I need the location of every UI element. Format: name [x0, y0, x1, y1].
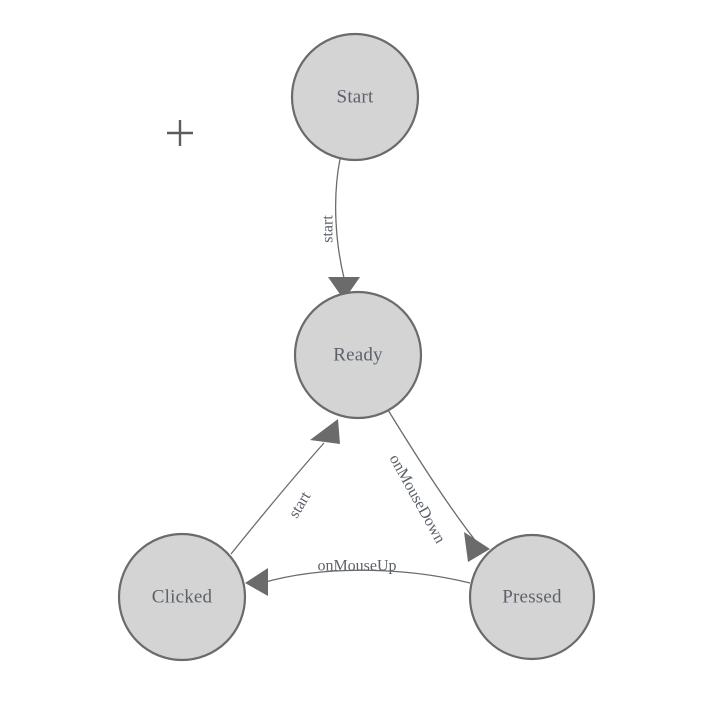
arrowhead-icon [245, 568, 268, 596]
crosshair-icon [167, 120, 193, 146]
state-node-start[interactable]: Start [290, 32, 420, 162]
arrowhead-icon [328, 277, 360, 300]
state-circle[interactable] [293, 290, 423, 420]
arrowhead-icon [464, 532, 490, 562]
edge-path [261, 569, 471, 584]
edge-start-to-ready[interactable]: start [320, 158, 361, 300]
arrowhead-icon [310, 419, 340, 444]
edge-path [334, 158, 345, 279]
edge-ready-to-pressed[interactable]: onMouseDown [386, 409, 490, 562]
edge-label-ready-to-pressed: onMouseDown [386, 452, 449, 547]
state-node-pressed[interactable]: Pressed [468, 533, 596, 661]
state-label: Ready [333, 345, 383, 366]
edge-path [387, 409, 483, 550]
state-label: Start [337, 87, 374, 108]
edge-path [230, 442, 325, 555]
edge-pressed-to-clicked[interactable]: onMouseUp [245, 558, 471, 597]
state-circle[interactable] [117, 532, 247, 662]
edge-label-start-to-ready: start [320, 215, 337, 243]
edge-label-clicked-to-ready: start [286, 488, 315, 521]
state-circle[interactable] [290, 32, 420, 162]
state-node-clicked[interactable]: Clicked [117, 532, 247, 662]
state-label: Clicked [152, 587, 213, 608]
state-circle[interactable] [468, 533, 596, 661]
edge-clicked-to-ready[interactable]: start [230, 419, 340, 555]
state-label: Pressed [502, 587, 562, 608]
state-node-ready[interactable]: Ready [293, 290, 423, 420]
edge-label-pressed-to-clicked: onMouseUp [317, 558, 396, 575]
